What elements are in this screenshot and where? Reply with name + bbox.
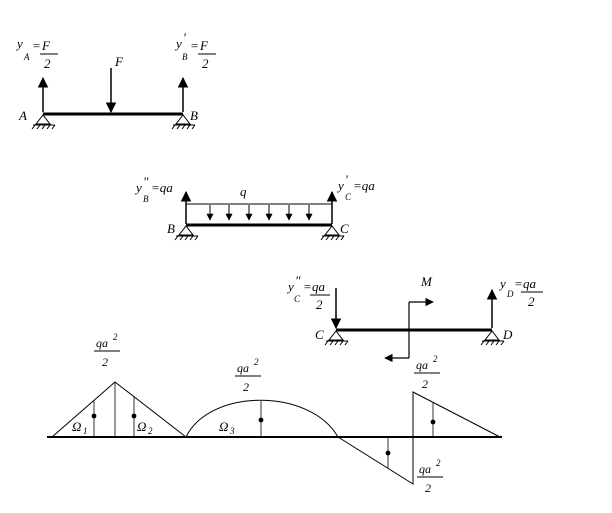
support-c3-icon	[324, 330, 349, 346]
reaction-d3-equals: =	[514, 276, 523, 291]
centroid-dot-4	[385, 450, 391, 456]
support-b-label: B	[190, 108, 198, 123]
reaction-a-subscript: A	[23, 52, 30, 62]
support-c2-icon	[320, 225, 345, 241]
peak-2-numerator: qa	[237, 361, 249, 375]
load-label: q	[240, 184, 247, 199]
reaction-c3-prime: ″	[295, 273, 301, 288]
peak-4-denominator: 2	[425, 481, 431, 495]
omega-2-symbol: Ω	[137, 419, 146, 434]
reaction-b-prime: ′	[183, 30, 186, 45]
reaction-b2-symbol: y	[134, 180, 142, 195]
reaction-c3-equals: =	[303, 279, 312, 294]
reaction-a-denominator: 2	[44, 56, 51, 71]
peak-label-4: qa 2 2	[417, 458, 443, 495]
support-c2-label: C	[340, 221, 349, 236]
reaction-c3-symbol: y	[286, 279, 294, 294]
peak-label-3: qa 2 2	[414, 354, 440, 391]
support-b-icon	[171, 114, 196, 130]
area-label-omega-3: Ω 3	[219, 419, 235, 436]
peak-2-denominator: 2	[243, 380, 249, 394]
positive-triangle-region	[412, 391, 501, 438]
peak-1-exponent: 2	[113, 332, 118, 342]
reaction-a-equals: =	[32, 38, 41, 53]
reaction-d3-denominator: 2	[528, 294, 535, 309]
triangle-hatch	[93, 382, 135, 437]
omega-2-subscript: 2	[148, 426, 153, 436]
support-c3-label: C	[315, 327, 324, 342]
support-a-icon	[31, 114, 56, 130]
moment-diagram: Ω 1 Ω 2 Ω 3 qa 2 2 qa 2 2 qa 2 2	[47, 332, 502, 495]
centroid-dot-1	[91, 413, 97, 419]
force-label: F	[114, 54, 124, 69]
reaction-c2-symbol: y	[336, 178, 344, 193]
negative-triangle-region	[337, 436, 414, 485]
reaction-b2-value: =qa	[151, 180, 173, 195]
peak-label-2: qa 2 2	[235, 357, 261, 394]
reaction-b2-subscript: B	[143, 194, 149, 204]
peak-3-exponent: 2	[433, 354, 438, 364]
reaction-c2-value: =qa	[353, 178, 375, 193]
reaction-b2-prime: ″	[143, 174, 149, 189]
beam-2: y ″ B =qa y ′ C =qa q B C	[134, 172, 375, 241]
support-d3-icon	[480, 330, 505, 346]
centroid-dot-3	[258, 417, 264, 423]
reaction-d3-symbol: y	[498, 276, 506, 291]
reaction-c2-prime: ′	[345, 172, 348, 187]
parabola-region	[185, 399, 339, 438]
peak-3-numerator: qa	[416, 358, 428, 372]
peak-1-denominator: 2	[102, 355, 108, 369]
reaction-c2-subscript: C	[345, 192, 352, 202]
reaction-b-subscript: B	[182, 52, 188, 62]
reaction-d3-numerator: qa	[523, 276, 537, 291]
peak-4-exponent: 2	[436, 458, 441, 468]
reaction-c3-subscript: C	[294, 294, 301, 304]
omega-1-subscript: 1	[83, 426, 88, 436]
reaction-b-equals: =	[190, 38, 199, 53]
peak-4-numerator: qa	[419, 462, 431, 476]
reaction-c3-denominator: 2	[316, 297, 323, 312]
area-label-omega-2: Ω 2	[137, 419, 153, 436]
reaction-b-numerator: F	[199, 38, 209, 53]
omega-3-symbol: Ω	[219, 419, 228, 434]
reaction-a-symbol: y	[15, 36, 23, 51]
moment-couple-icon	[384, 297, 434, 363]
centroid-dot-2	[131, 413, 137, 419]
support-b2-icon	[174, 225, 199, 241]
reaction-b-symbol: y	[174, 36, 182, 51]
distributed-load-arrows	[206, 205, 313, 221]
omega-1-symbol: Ω	[72, 419, 81, 434]
beam-1: y A = F 2 y ′ B = F 2 F A B	[15, 30, 216, 130]
peak-label-1: qa 2 2	[94, 332, 120, 369]
centroid-dot-5	[430, 419, 436, 425]
moment-label: M	[420, 274, 433, 289]
peak-3-denominator: 2	[422, 377, 428, 391]
support-d3-label: D	[502, 327, 513, 342]
peak-1-numerator: qa	[96, 336, 108, 350]
omega-3-subscript: 3	[229, 426, 235, 436]
reaction-a-numerator: F	[41, 38, 51, 53]
area-label-omega-1: Ω 1	[72, 419, 88, 436]
support-a-label: A	[18, 108, 27, 123]
reaction-d3-subscript: D	[506, 289, 514, 299]
reaction-c3-numerator: qa	[312, 279, 326, 294]
support-b2-label: B	[167, 221, 175, 236]
beam-3: y ″ C = qa 2 y D = qa 2 M C D	[286, 273, 543, 363]
peak-2-exponent: 2	[254, 357, 259, 367]
reaction-b-denominator: 2	[202, 56, 209, 71]
